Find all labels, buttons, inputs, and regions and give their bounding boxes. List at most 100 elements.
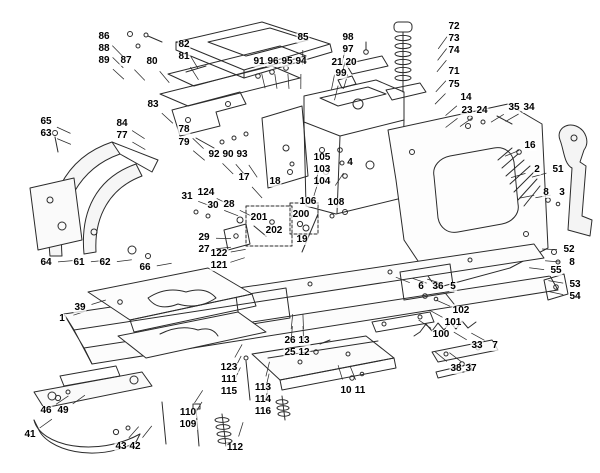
part-label-20: 20 — [344, 57, 358, 68]
part-label-82: 82 — [177, 39, 191, 50]
footrest-plate-drawing — [87, 267, 267, 359]
leader-line-37 — [449, 352, 462, 363]
part-label-4: 4 — [346, 157, 354, 168]
leader-line-101 — [429, 309, 443, 318]
leader-line-80 — [159, 70, 170, 84]
leader-line-52 — [541, 248, 558, 250]
leader-line-30 — [224, 210, 239, 217]
part-label-202: 202 — [264, 225, 284, 236]
leader-line-63 — [56, 138, 72, 145]
part-label-34: 34 — [522, 102, 536, 113]
part-label-19: 19 — [295, 234, 309, 245]
leader-line-89 — [112, 68, 125, 80]
detail-boxes — [245, 202, 319, 247]
part-label-62: 62 — [98, 257, 112, 268]
part-label-24: 24 — [475, 105, 489, 116]
part-label-96: 96 — [266, 56, 280, 67]
leader-line-14 — [445, 105, 458, 116]
part-label-16: 16 — [523, 140, 537, 151]
part-label-10: 10 — [339, 385, 353, 396]
part-label-83: 83 — [146, 99, 160, 110]
leader-line-92 — [222, 163, 234, 175]
leader-line-35 — [490, 113, 504, 123]
part-label-18: 18 — [268, 176, 282, 187]
leader-line-4 — [334, 172, 344, 186]
leader-line-91 — [261, 73, 266, 89]
part-label-90: 90 — [221, 149, 235, 160]
leader-line-81 — [190, 66, 199, 81]
part-label-1: 1 — [58, 313, 66, 324]
part-label-64: 64 — [39, 257, 53, 268]
leader-line-2 — [510, 173, 526, 178]
leader-line-17 — [251, 186, 263, 199]
leader-line-62 — [116, 259, 132, 262]
leader-line-26 — [290, 314, 294, 330]
leader-line-54 — [548, 291, 564, 295]
part-label-200: 200 — [291, 209, 311, 220]
part-label-95: 95 — [280, 56, 294, 67]
part-label-26: 26 — [283, 335, 297, 346]
part-label-201: 201 — [249, 212, 269, 223]
part-label-93: 93 — [235, 149, 249, 160]
part-label-41: 41 — [23, 429, 37, 440]
part-label-2: 2 — [533, 164, 541, 175]
leader-line-86 — [112, 45, 124, 57]
leader-line-102 — [436, 299, 451, 307]
part-label-25: 25 — [283, 347, 297, 358]
leader-line-23 — [445, 118, 458, 128]
leader-line-53 — [548, 280, 564, 284]
part-label-72: 72 — [447, 21, 461, 32]
leader-line-6 — [395, 276, 410, 284]
part-label-115: 115 — [219, 386, 239, 397]
part-label-13: 13 — [297, 335, 311, 346]
part-label-46: 46 — [39, 405, 53, 416]
part-label-12: 12 — [297, 347, 311, 358]
part-label-109: 109 — [178, 419, 198, 430]
part-label-92: 92 — [207, 149, 221, 160]
part-label-42: 42 — [128, 441, 142, 452]
leader-line-71 — [435, 80, 447, 93]
leader-line-121 — [230, 257, 245, 263]
leader-line-112 — [238, 422, 244, 437]
leader-line-51 — [531, 172, 547, 178]
leader-line-11 — [349, 365, 356, 380]
part-label-33: 33 — [470, 340, 484, 351]
leader-line-43 — [128, 426, 139, 439]
leader-line-83 — [161, 112, 174, 124]
part-label-112: 112 — [225, 442, 245, 453]
part-label-52: 52 — [562, 244, 576, 255]
part-label-35: 35 — [507, 102, 521, 113]
part-label-106: 106 — [298, 196, 318, 207]
part-label-65: 65 — [39, 116, 53, 127]
leader-line-99 — [334, 85, 339, 101]
leader-line-65 — [56, 126, 71, 134]
part-label-79: 79 — [177, 137, 191, 148]
leader-line-7 — [471, 332, 485, 341]
leader-line-96 — [274, 73, 278, 89]
part-label-110: 110 — [178, 407, 198, 418]
part-label-54: 54 — [568, 291, 582, 302]
part-label-53: 53 — [568, 279, 582, 290]
part-label-3: 3 — [558, 187, 566, 198]
part-label-61: 61 — [72, 257, 86, 268]
leader-line-113 — [265, 361, 270, 377]
rear-hook-bracket-drawing — [558, 124, 593, 237]
part-label-123: 123 — [219, 362, 239, 373]
part-label-91: 91 — [252, 56, 266, 67]
leader-line-13 — [302, 313, 304, 330]
part-label-55: 55 — [549, 265, 563, 276]
part-label-81: 81 — [177, 51, 191, 62]
part-label-124: 124 — [196, 187, 216, 198]
part-label-51: 51 — [551, 164, 565, 175]
part-label-122: 122 — [209, 248, 229, 259]
part-label-75: 75 — [447, 79, 461, 90]
part-label-84: 84 — [115, 118, 129, 129]
leader-line-72 — [437, 36, 448, 50]
leader-line-33 — [453, 331, 467, 341]
part-label-29: 29 — [197, 232, 211, 243]
part-label-28: 28 — [222, 199, 236, 210]
leader-line-64 — [57, 260, 73, 263]
leader-line-27 — [215, 246, 231, 250]
part-label-101: 101 — [443, 317, 463, 328]
